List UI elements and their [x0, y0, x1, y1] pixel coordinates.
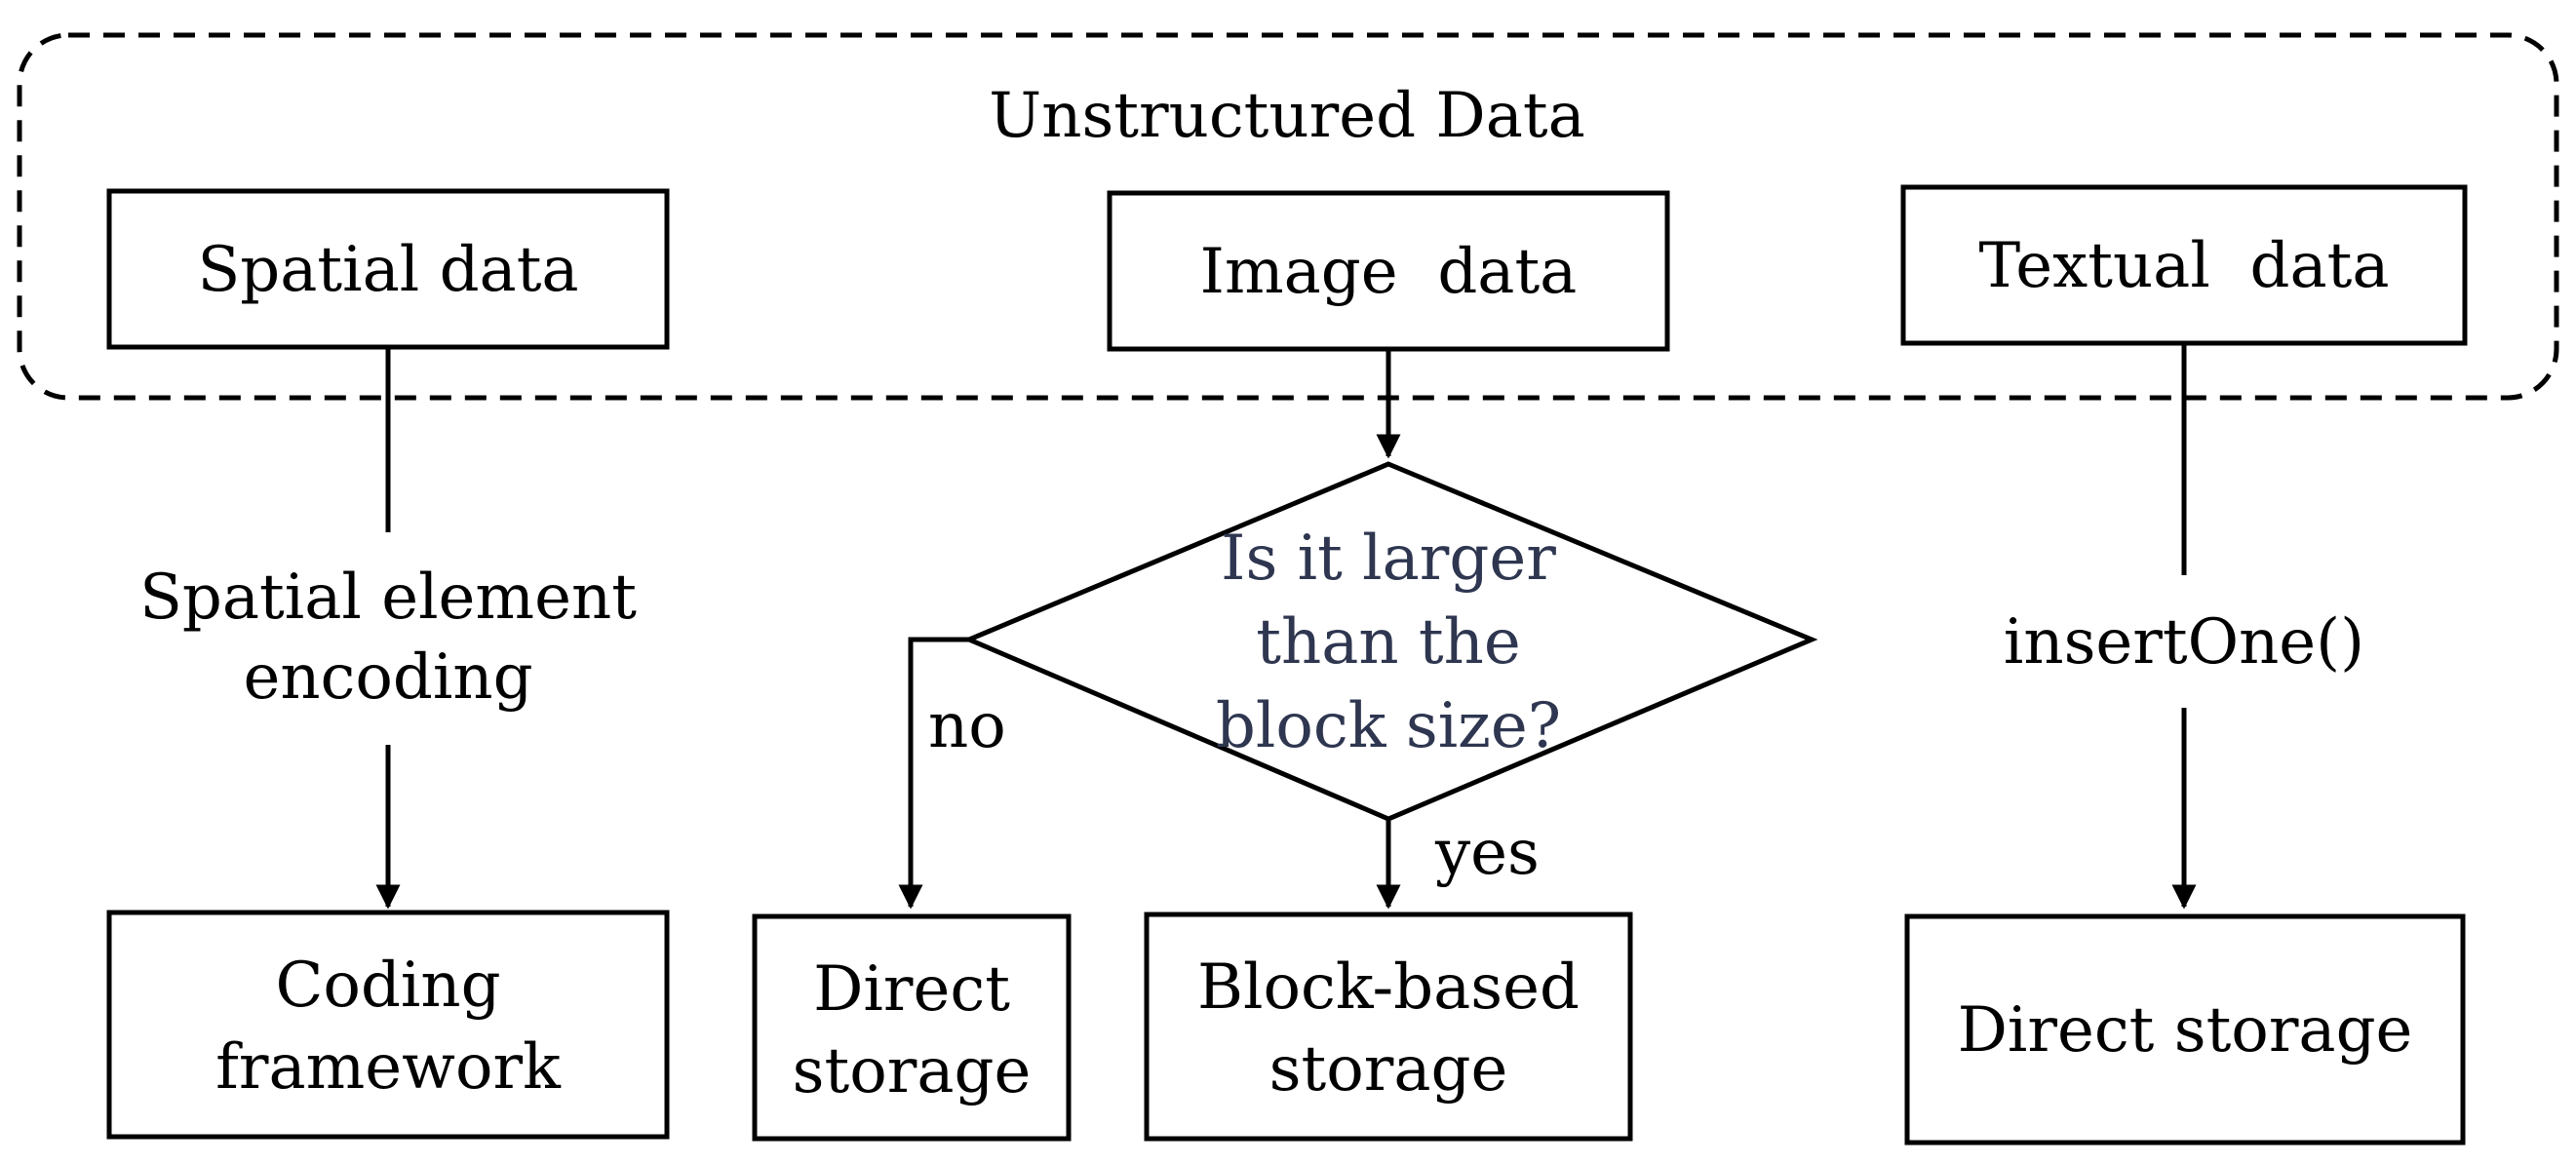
- decision-question-line2: than the: [1256, 606, 1520, 679]
- image-data-box: [1107, 190, 1670, 352]
- no-label: no: [928, 690, 1006, 762]
- coding-framework-line2: framework: [215, 1031, 562, 1104]
- spatial-data-box: [106, 188, 670, 350]
- direct-storage-image-box: [752, 913, 1072, 1142]
- direct-storage-image-line1: Direct: [813, 953, 1010, 1026]
- image-data-label: Image data: [1200, 236, 1578, 308]
- decision-question-line3: block size?: [1216, 690, 1561, 762]
- spatial-data-label: Spatial data: [197, 234, 578, 306]
- block-based-storage-line2: storage: [1269, 1033, 1508, 1106]
- insert-one-label: insertOne(): [2004, 606, 2364, 679]
- block-based-storage-box: [1144, 912, 1633, 1142]
- group-label: Unstructured Data: [989, 80, 1584, 152]
- spatial-encoding-line2: encoding: [243, 641, 532, 714]
- decision-question-line1: Is it larger: [1221, 523, 1556, 595]
- block-based-storage-line1: Block-based: [1197, 951, 1580, 1024]
- direct-storage-image-line2: storage: [793, 1035, 1032, 1107]
- direct-storage-text-box: [1904, 913, 2466, 1146]
- yes-label: yes: [1434, 817, 1540, 889]
- no-arrow: [898, 637, 969, 910]
- spatial-encoding-line1: Spatial element: [139, 562, 637, 634]
- coding-framework-line1: Coding: [275, 950, 500, 1022]
- direct-storage-text-label: Direct storage: [1958, 994, 2413, 1067]
- coding-framework-box: [106, 910, 670, 1140]
- unstructured-data-group: [17, 32, 2559, 401]
- textual-data-label: Textual data: [1979, 230, 2390, 302]
